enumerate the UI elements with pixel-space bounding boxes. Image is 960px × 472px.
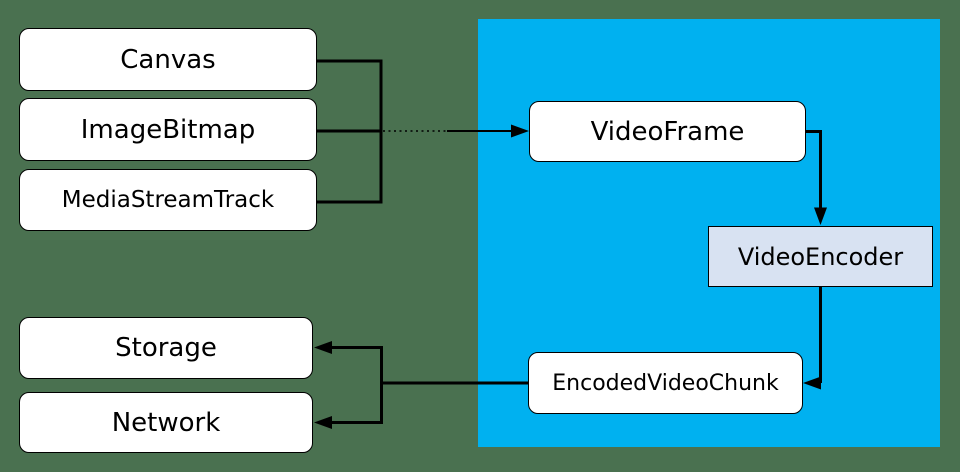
arrowhead-into-videoframe: [511, 124, 529, 138]
node-mediastreamtrack: MediaStreamTrack: [19, 169, 317, 231]
arrowhead-into-encodedvideochunk: [803, 376, 821, 390]
node-imagebitmap-label: ImageBitmap: [80, 114, 256, 145]
node-storage: Storage: [19, 317, 313, 379]
arrowhead-into-storage: [314, 341, 332, 354]
node-encodedvideochunk: EncodedVideoChunk: [528, 352, 803, 414]
arrowhead-into-network: [314, 416, 332, 429]
node-storage-label: Storage: [115, 333, 217, 363]
node-videoencoder: VideoEncoder: [708, 226, 933, 287]
arrowhead-into-videoencoder: [814, 207, 827, 225]
edge-videoframe-to-videoencoder: [805, 130, 822, 209]
node-network: Network: [19, 392, 313, 453]
node-network-label: Network: [111, 407, 221, 438]
node-canvas-label: Canvas: [120, 44, 216, 75]
node-encodedvideochunk-label: EncodedVideoChunk: [552, 370, 779, 396]
node-canvas: Canvas: [19, 28, 317, 91]
node-videoframe: VideoFrame: [529, 101, 806, 162]
node-mediastreamtrack-label: MediaStreamTrack: [61, 187, 275, 213]
node-imagebitmap: ImageBitmap: [19, 98, 317, 161]
node-videoframe-label: VideoFrame: [590, 116, 745, 147]
node-videoencoder-label: VideoEncoder: [737, 242, 904, 271]
